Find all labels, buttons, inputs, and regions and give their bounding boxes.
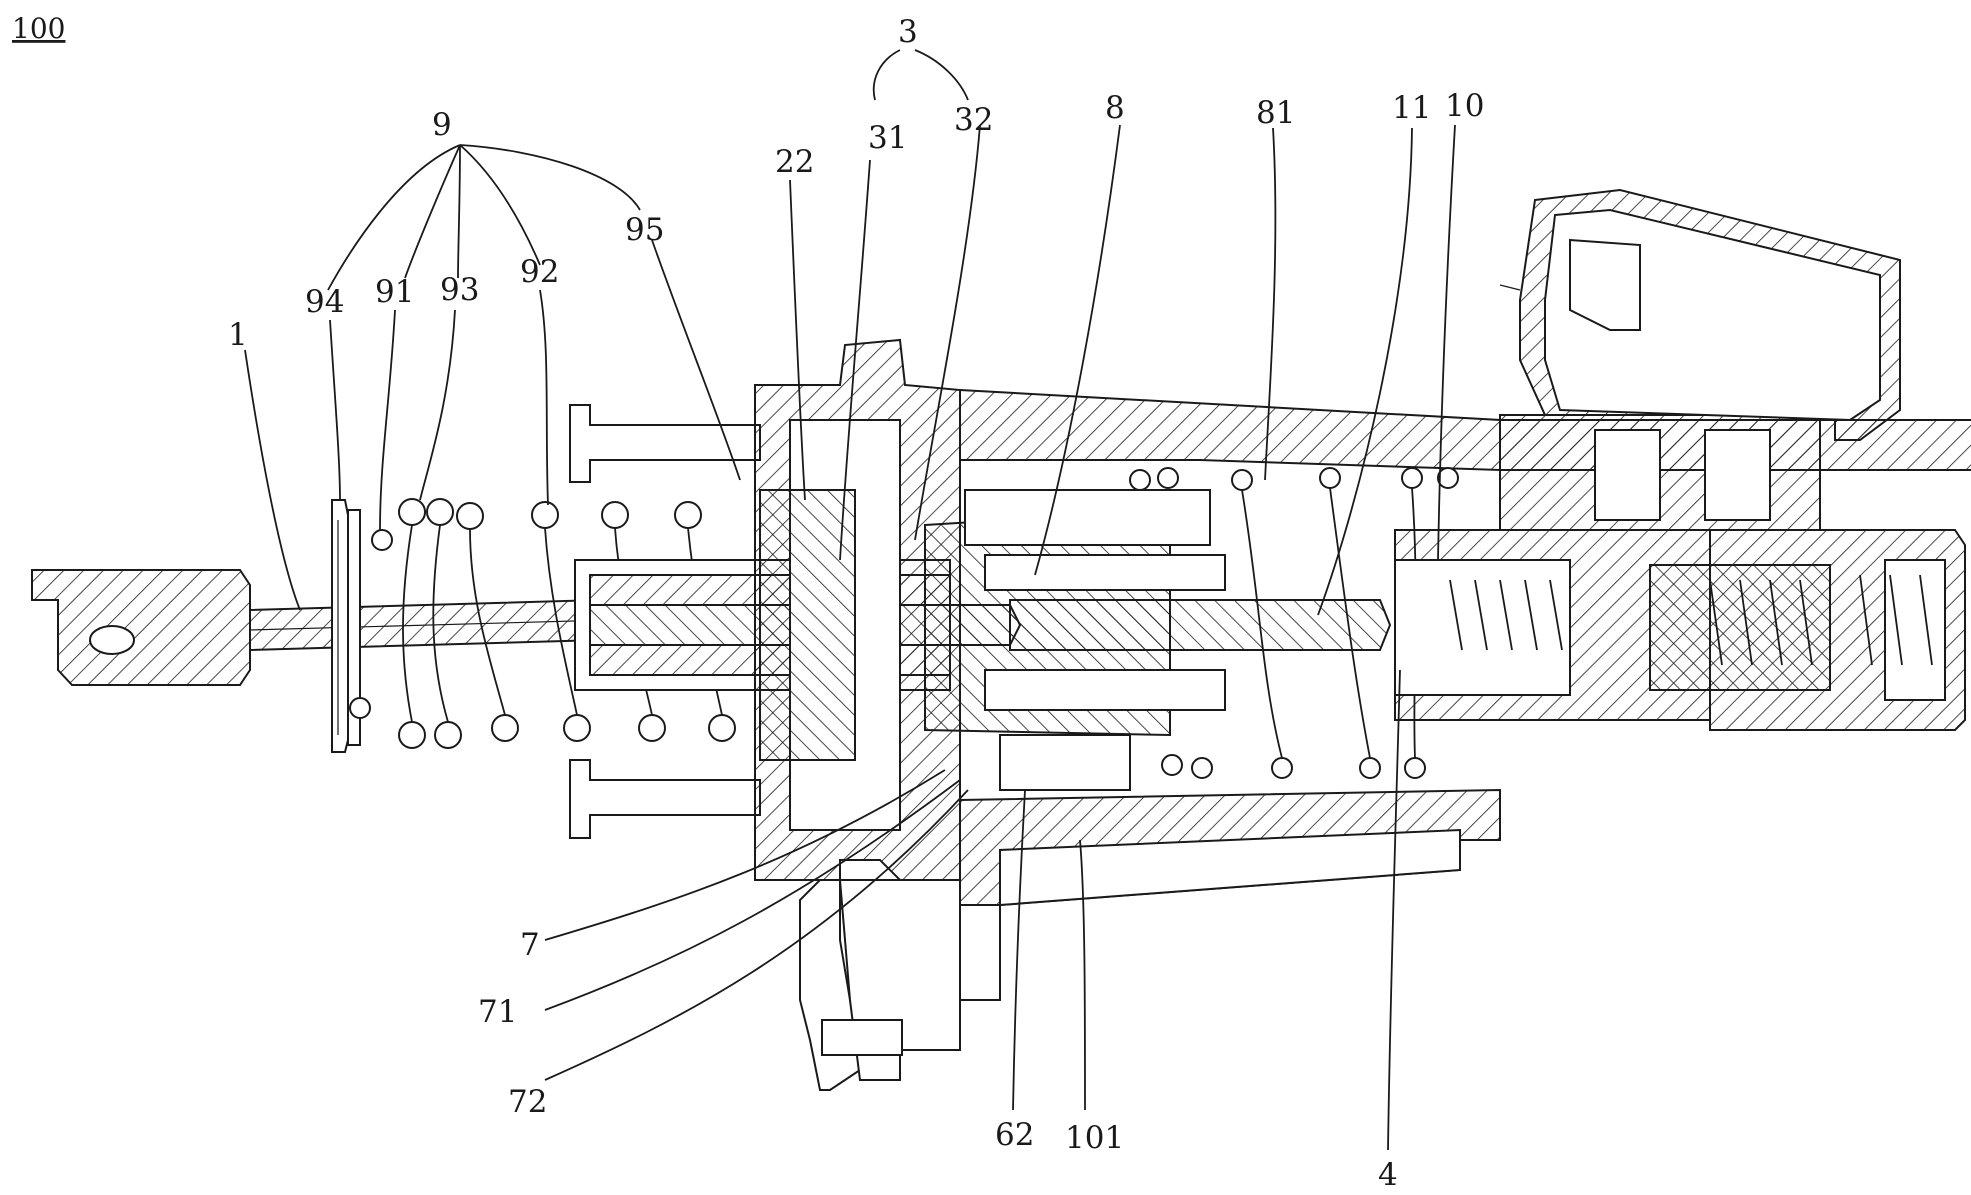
label-10: 10 — [1445, 88, 1484, 124]
label-22: 22 — [775, 144, 814, 180]
label-95: 95 — [625, 212, 664, 248]
label-93: 93 — [440, 272, 479, 308]
label-8: 8 — [1105, 90, 1125, 126]
label-94: 94 — [305, 284, 344, 320]
label-3: 3 — [898, 14, 918, 50]
label-92: 92 — [520, 254, 559, 290]
label-101: 101 — [1065, 1120, 1124, 1156]
assembly-body — [31, 188, 1971, 1091]
reference-numerals: 3 9 31 32 8 81 11 10 22 95 94 91 93 92 1… — [228, 14, 1484, 1193]
label-32: 32 — [954, 102, 993, 138]
label-9: 9 — [432, 107, 452, 143]
label-1: 1 — [228, 317, 248, 353]
label-81: 81 — [1256, 95, 1295, 131]
valve-spring — [1449, 574, 1933, 666]
label-91: 91 — [375, 274, 414, 310]
return-spring — [349, 498, 736, 749]
label-4: 4 — [1378, 1157, 1398, 1193]
label-62: 62 — [995, 1117, 1034, 1153]
label-71: 71 — [478, 994, 517, 1030]
label-7: 7 — [520, 927, 540, 963]
figure-reference: 100 — [12, 12, 65, 45]
chamber-spring — [1129, 467, 1459, 779]
leader-lines — [244, 49, 1456, 1151]
label-11: 11 — [1392, 90, 1431, 126]
label-72: 72 — [508, 1084, 547, 1120]
label-31: 31 — [868, 120, 907, 156]
